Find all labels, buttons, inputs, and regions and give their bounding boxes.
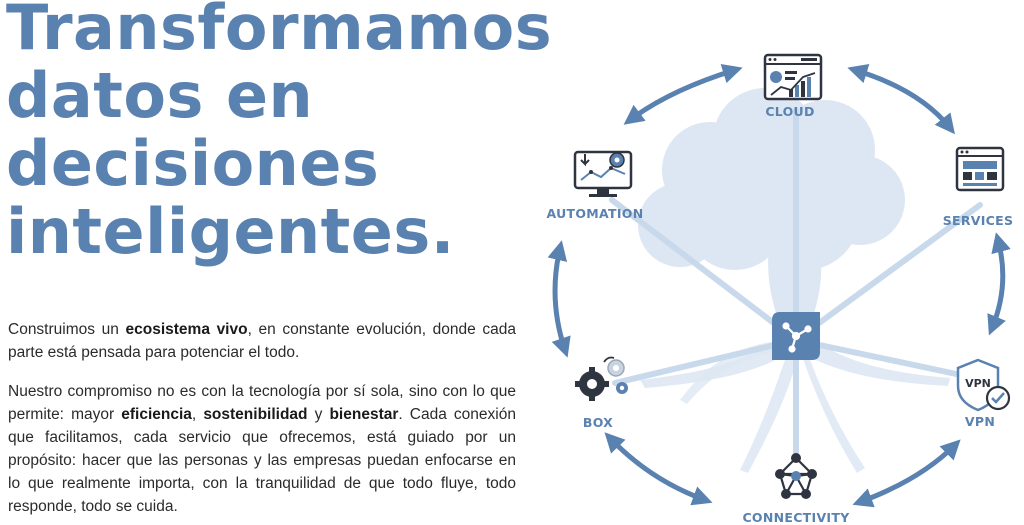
node-label-vpn: VPN bbox=[965, 414, 995, 429]
text: Construimos un bbox=[8, 321, 126, 338]
network-hub-icon bbox=[772, 312, 820, 360]
node-label-cloud: CLOUD bbox=[765, 104, 814, 119]
node-label-connectivity: CONNECTIVITY bbox=[742, 510, 850, 525]
ecosystem-diagram: CLOUD AUTOMATION SERVICES bbox=[546, 53, 1014, 525]
shield-check-icon: VPN bbox=[956, 358, 1011, 412]
monitor-gears-icon bbox=[573, 150, 633, 197]
node-label-automation: AUTOMATION bbox=[546, 206, 643, 221]
cycle-arrows bbox=[547, 63, 1011, 508]
bold-text: eficiencia bbox=[121, 406, 192, 423]
node-label-services: SERVICES bbox=[943, 213, 1014, 228]
bold-text: ecosistema vivo bbox=[125, 321, 248, 338]
hero-title: Transformamos datos en decisiones inteli… bbox=[6, 0, 552, 266]
text: Nuestro compromiso no es con la tecnolog… bbox=[8, 383, 516, 423]
network-nodes-icon bbox=[775, 453, 817, 499]
text: , bbox=[191, 406, 204, 423]
hero-title-line: Transformamos bbox=[6, 0, 553, 64]
intro-paragraph-1: Construimos un ecosistema vivo, en const… bbox=[8, 318, 516, 364]
bold-text: sostenibilidad bbox=[203, 406, 308, 423]
text: y bbox=[307, 406, 330, 423]
node-label-box: BOX bbox=[583, 415, 613, 430]
hero-title-line: inteligentes. bbox=[6, 195, 455, 268]
text: . Cada conexión que facilitamos, cada se… bbox=[8, 406, 516, 515]
hero-title-line: decisiones bbox=[6, 127, 380, 200]
vpn-badge-text: VPN bbox=[965, 377, 991, 390]
gears-icon bbox=[575, 356, 628, 401]
dashboard-chart-icon bbox=[763, 53, 823, 101]
text: , en constante evolución, donde cada par… bbox=[8, 321, 516, 361]
hero-title-line: datos en bbox=[6, 59, 314, 132]
bold-text: bienestar bbox=[329, 406, 399, 423]
intro-paragraph-2: Nuestro compromiso no es con la tecnolog… bbox=[8, 380, 516, 518]
browser-window-icon bbox=[955, 146, 1005, 192]
tree-icon bbox=[638, 88, 950, 473]
